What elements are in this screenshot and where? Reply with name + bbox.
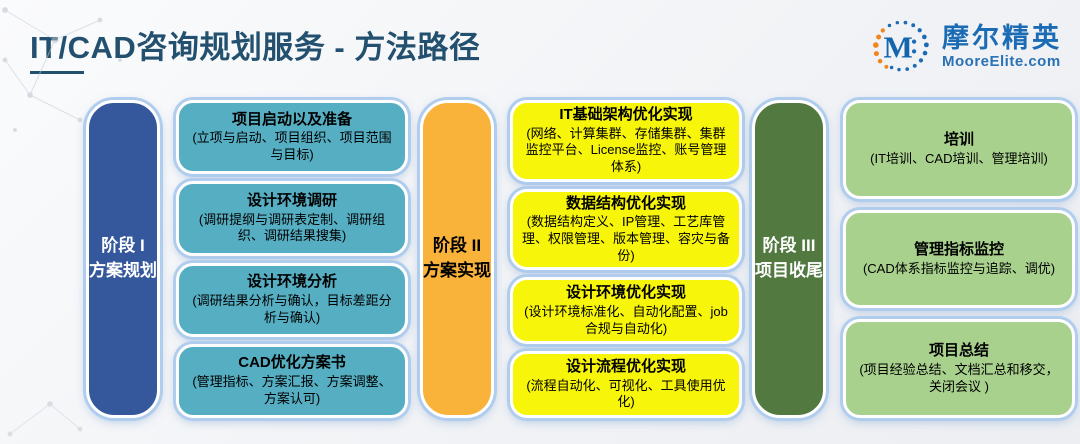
phase2-box-data-structure: 数据结构优化实现 (数据结构定义、IP管理、工艺库管理、权限管理、版本管理、容灾…	[510, 188, 742, 271]
box-detail: (网络、计算集群、存储集群、集群监控平台、License监控、账号管理体系)	[525, 125, 727, 174]
phase1-box-project-kickoff: 项目启动以及准备 (立项与启动、项目组织、项目范围与目标)	[176, 100, 408, 175]
box-title: 培训	[943, 131, 974, 149]
box-detail: (项目经验总结、文档汇总和移交，关闭会议 )	[859, 361, 1059, 394]
box-title: 设计环境分析	[246, 273, 337, 291]
phase-1-sublabel: 方案规划	[89, 261, 157, 280]
slide-header: IT/CAD咨询规划服务 - 方法路径 M 摩尔精英 Mo	[0, 0, 1080, 92]
logo-company-name: 摩尔精英	[942, 22, 1062, 53]
phase1-box-design-env-survey: 设计环境调研 (调研提纲与调研表定制、调研组织、调研结果搜集)	[176, 181, 408, 256]
phase3-box-training: 培训 (IT培训、CAD培训、管理培训)	[843, 100, 1075, 199]
phase-2-bar: 阶段 II 方案实现	[420, 100, 494, 418]
box-title: 设计环境优化实现	[565, 284, 686, 302]
box-title: CAD优化方案书	[238, 354, 346, 372]
logo-letter: M	[883, 30, 912, 65]
phase1-box-design-env-analysis: 设计环境分析 (调研结果分析与确认，目标差距分析与确认)	[176, 262, 408, 337]
box-detail: (IT培训、CAD培训、管理培训)	[870, 150, 1048, 166]
method-path-diagram: 阶段 I 方案规划 项目启动以及准备 (立项与启动、项目组织、项目范围与目标) …	[0, 100, 1080, 419]
box-detail: (CAD体系指标监控与追踪、调优)	[862, 260, 1056, 276]
box-detail: (立项与启动、项目组织、项目范围与目标)	[192, 130, 392, 162]
phase-3-label: 阶段 III	[762, 236, 816, 256]
logo-domain: MooreElite.com	[942, 53, 1061, 71]
phase2-box-design-flow-optimization: 设计流程优化实现 (流程自动化、可视化、工具使用优化)	[510, 351, 742, 418]
phase-3-sublabel: 项目收尾	[755, 261, 823, 280]
box-detail: (管理指标、方案汇报、方案调整、方案认可)	[192, 374, 392, 406]
box-detail: (调研结果分析与确认，目标差距分析与确认)	[192, 292, 392, 325]
phase3-box-project-summary: 项目总结 (项目经验总结、文档汇总和移交，关闭会议 )	[843, 319, 1075, 419]
phase-2-sublabel: 方案实现	[423, 261, 491, 280]
title-underline	[30, 71, 84, 74]
box-detail: (数据结构定义、IP管理、工艺库管理、权限管理、版本管理、容灾与备份)	[521, 214, 730, 263]
box-detail: (流程自动化、可视化、工具使用优化)	[526, 377, 726, 410]
box-title: 设计环境调研	[246, 191, 337, 209]
phase-2-label: 阶段 II	[432, 236, 482, 256]
box-title: 项目总结	[928, 342, 989, 360]
phase-1-bar: 阶段 I 方案规划	[86, 100, 160, 418]
phase-1-label: 阶段 I	[101, 236, 145, 256]
logo-mark-icon: M	[873, 20, 929, 72]
page-title: IT/CAD咨询规划服务 - 方法路径	[30, 30, 481, 65]
logo-text: 摩尔精英 MooreElite.com	[942, 24, 1062, 70]
box-title: 数据结构优化实现	[565, 194, 686, 212]
title-block: IT/CAD咨询规划服务 - 方法路径	[30, 16, 480, 74]
box-title: 设计流程优化实现	[565, 358, 686, 376]
box-title: 项目启动以及准备	[231, 110, 352, 128]
phase3-box-metric-monitoring: 管理指标监控 (CAD体系指标监控与追踪、调优)	[843, 209, 1075, 309]
box-detail: (调研提纲与调研表定制、调研组织、调研结果搜集)	[198, 211, 386, 244]
box-detail: (设计环境标准化、自动化配置、job合规与自动化)	[524, 303, 728, 336]
phase-3-boxes: 培训 (IT培训、CAD培训、管理培训) 管理指标监控 (CAD体系指标监控与追…	[843, 100, 1075, 419]
moore-elite-logo: M 摩尔精英 MooreElite.com	[870, 16, 1062, 78]
phase1-box-cad-proposal: CAD优化方案书 (管理指标、方案汇报、方案调整、方案认可)	[176, 343, 408, 418]
box-title: IT基础架构优化实现	[559, 106, 693, 123]
box-title: 管理指标监控	[913, 240, 1004, 258]
phase-2-boxes: IT基础架构优化实现 (网络、计算集群、存储集群、集群监控平台、License监…	[510, 100, 742, 418]
phase-1-boxes: 项目启动以及准备 (立项与启动、项目组织、项目范围与目标) 设计环境调研 (调研…	[176, 100, 408, 418]
phase2-box-design-env-optimization: 设计环境优化实现 (设计环境标准化、自动化配置、job合规与自动化)	[510, 277, 742, 345]
phase2-box-it-infrastructure: IT基础架构优化实现 (网络、计算集群、存储集群、集群监控平台、License监…	[510, 100, 742, 182]
phase-3-bar: 阶段 III 项目收尾	[752, 100, 826, 418]
